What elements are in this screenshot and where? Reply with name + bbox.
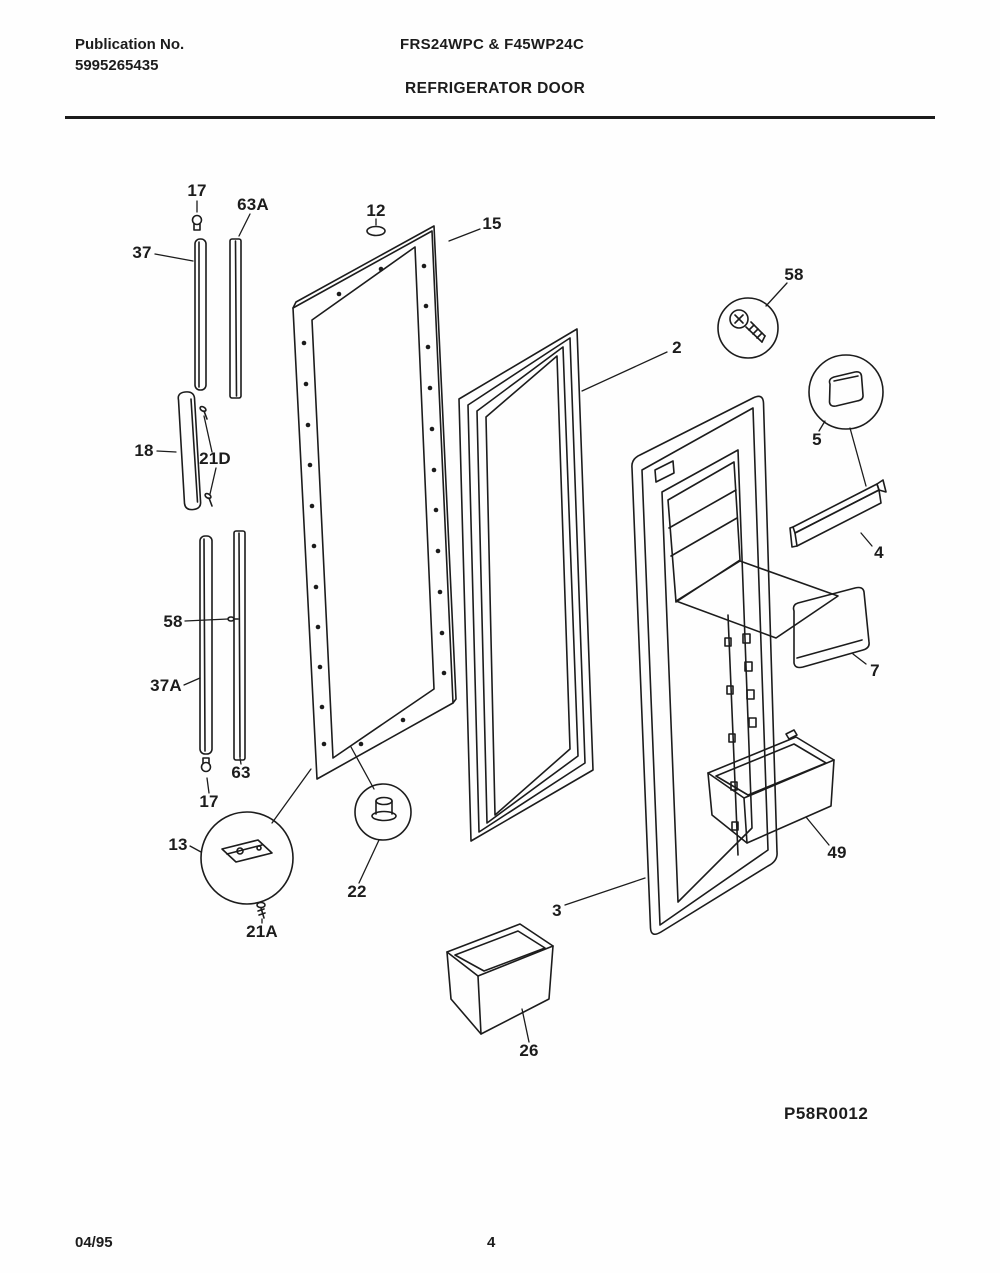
door-gasket-drawing (458, 328, 594, 842)
footer-date: 04/95 (75, 1234, 113, 1251)
publication-label: Publication No. (75, 36, 185, 53)
shelf-bar-drawing (789, 479, 887, 548)
part-label-4: 4 (874, 543, 884, 562)
part-label-17-top: 17 (187, 181, 207, 200)
bracket-detail-drawing (200, 811, 294, 919)
door-bin-drawing (707, 729, 835, 844)
page-title: REFRIGERATOR DOOR (405, 80, 586, 97)
screw-holes (301, 263, 447, 747)
leader-lines (154, 200, 873, 1043)
model-numbers: FRS24WPC & F45WP24C (400, 36, 585, 53)
end-cap-detail-drawing (808, 354, 884, 430)
part-label-21d: 21D (199, 449, 231, 468)
part-label-21a: 21A (246, 922, 278, 941)
part-label-15: 15 (482, 214, 502, 233)
plug-bushing-detail-drawing (354, 783, 412, 841)
part-label-49: 49 (827, 843, 847, 862)
dairy-door-drawing (792, 586, 870, 669)
door-handle-drawing (177, 391, 213, 511)
diagram-code: P58R0012 (784, 1104, 869, 1123)
plug-button-drawing (366, 225, 386, 237)
part-label-13: 13 (168, 835, 188, 854)
part-label-12: 12 (366, 201, 386, 220)
upper-trim-strips-drawing (191, 214, 242, 399)
door-liner-drawing (631, 395, 839, 936)
bottom-bin-drawing (446, 923, 554, 1035)
part-label-37: 37 (132, 243, 152, 262)
part-label-58-screw: 58 (784, 265, 804, 284)
footer-page-number: 4 (487, 1234, 496, 1251)
lower-trim-strips-drawing (199, 530, 246, 773)
screw-detail-drawing (717, 297, 779, 359)
part-label-3: 3 (552, 901, 562, 920)
part-label-26: 26 (519, 1041, 539, 1060)
part-label-18: 18 (134, 441, 154, 460)
header-rule (65, 116, 935, 119)
part-label-7: 7 (870, 661, 880, 680)
part-label-17-bottom: 17 (199, 792, 219, 811)
part-label-58-strip: 58 (163, 612, 183, 631)
publication-number: 5995265435 (75, 57, 159, 74)
part-label-63a: 63A (237, 195, 269, 214)
part-label-37a: 37A (150, 676, 182, 695)
part-label-5: 5 (812, 430, 822, 449)
part-label-22: 22 (347, 882, 367, 901)
door-panel-drawing (292, 225, 457, 780)
part-label-63: 63 (231, 763, 251, 782)
part-label-2: 2 (672, 338, 682, 357)
